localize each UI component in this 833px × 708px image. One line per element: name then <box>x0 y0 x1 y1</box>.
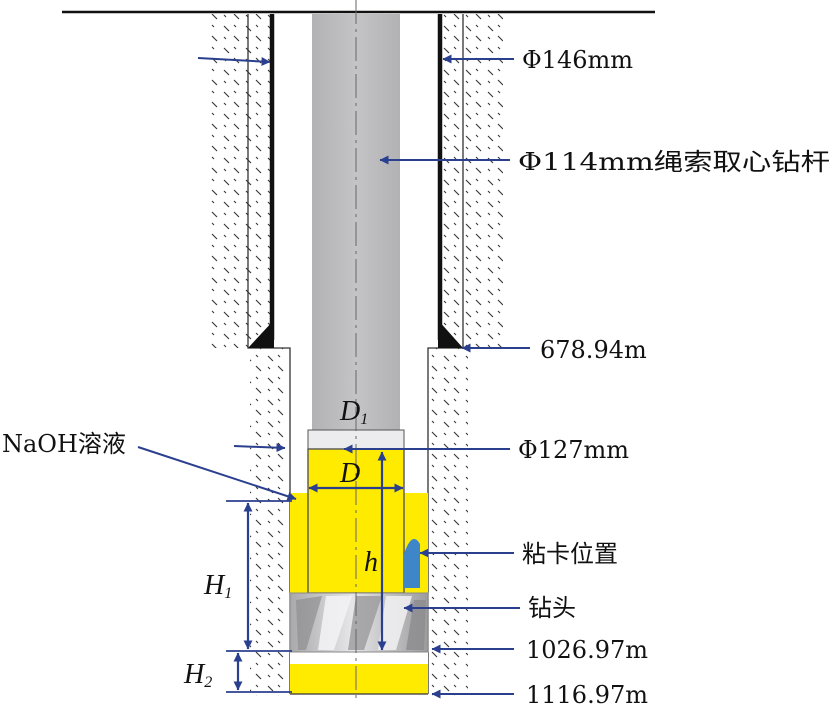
label-casing-dia: Φ146mm <box>522 46 633 74</box>
label-casing-shoe-depth: 678.94m <box>540 336 647 364</box>
formation-right-upper <box>463 14 503 348</box>
formation-right-lower <box>428 348 468 696</box>
formation-left-lower <box>250 348 290 696</box>
casing-shoe-left <box>248 320 274 348</box>
cuttings-band <box>290 652 428 664</box>
label-depth-bottom: 1116.97m <box>526 681 648 708</box>
label-naoh-solution: NaOH溶液 <box>2 430 126 458</box>
D-label: D <box>339 458 360 489</box>
drill-bit <box>289 592 429 653</box>
leader-naoh <box>137 446 297 501</box>
H2-label: H2 <box>183 659 212 691</box>
formation-left-upper <box>208 14 248 348</box>
leader-casing-left <box>197 57 271 67</box>
h-label: h <box>364 547 378 578</box>
D1-label: D1 <box>339 396 368 428</box>
label-core-barrel-dia: Φ127mm <box>518 436 629 464</box>
leader-core-barrel-left <box>233 443 286 453</box>
cement-left <box>248 14 272 348</box>
stuck-position-marker <box>404 538 420 588</box>
H1-label: H1 <box>203 570 232 602</box>
casing-shoe-right <box>438 320 463 348</box>
label-stuck-position: 粘卡位置 <box>522 540 618 568</box>
cement-right <box>440 14 463 348</box>
label-rod: Φ114mm绳索取心钻杆 <box>518 148 830 176</box>
label-bit: 钻头 <box>528 594 576 622</box>
label-depth-upper: 1026.97m <box>526 636 648 664</box>
